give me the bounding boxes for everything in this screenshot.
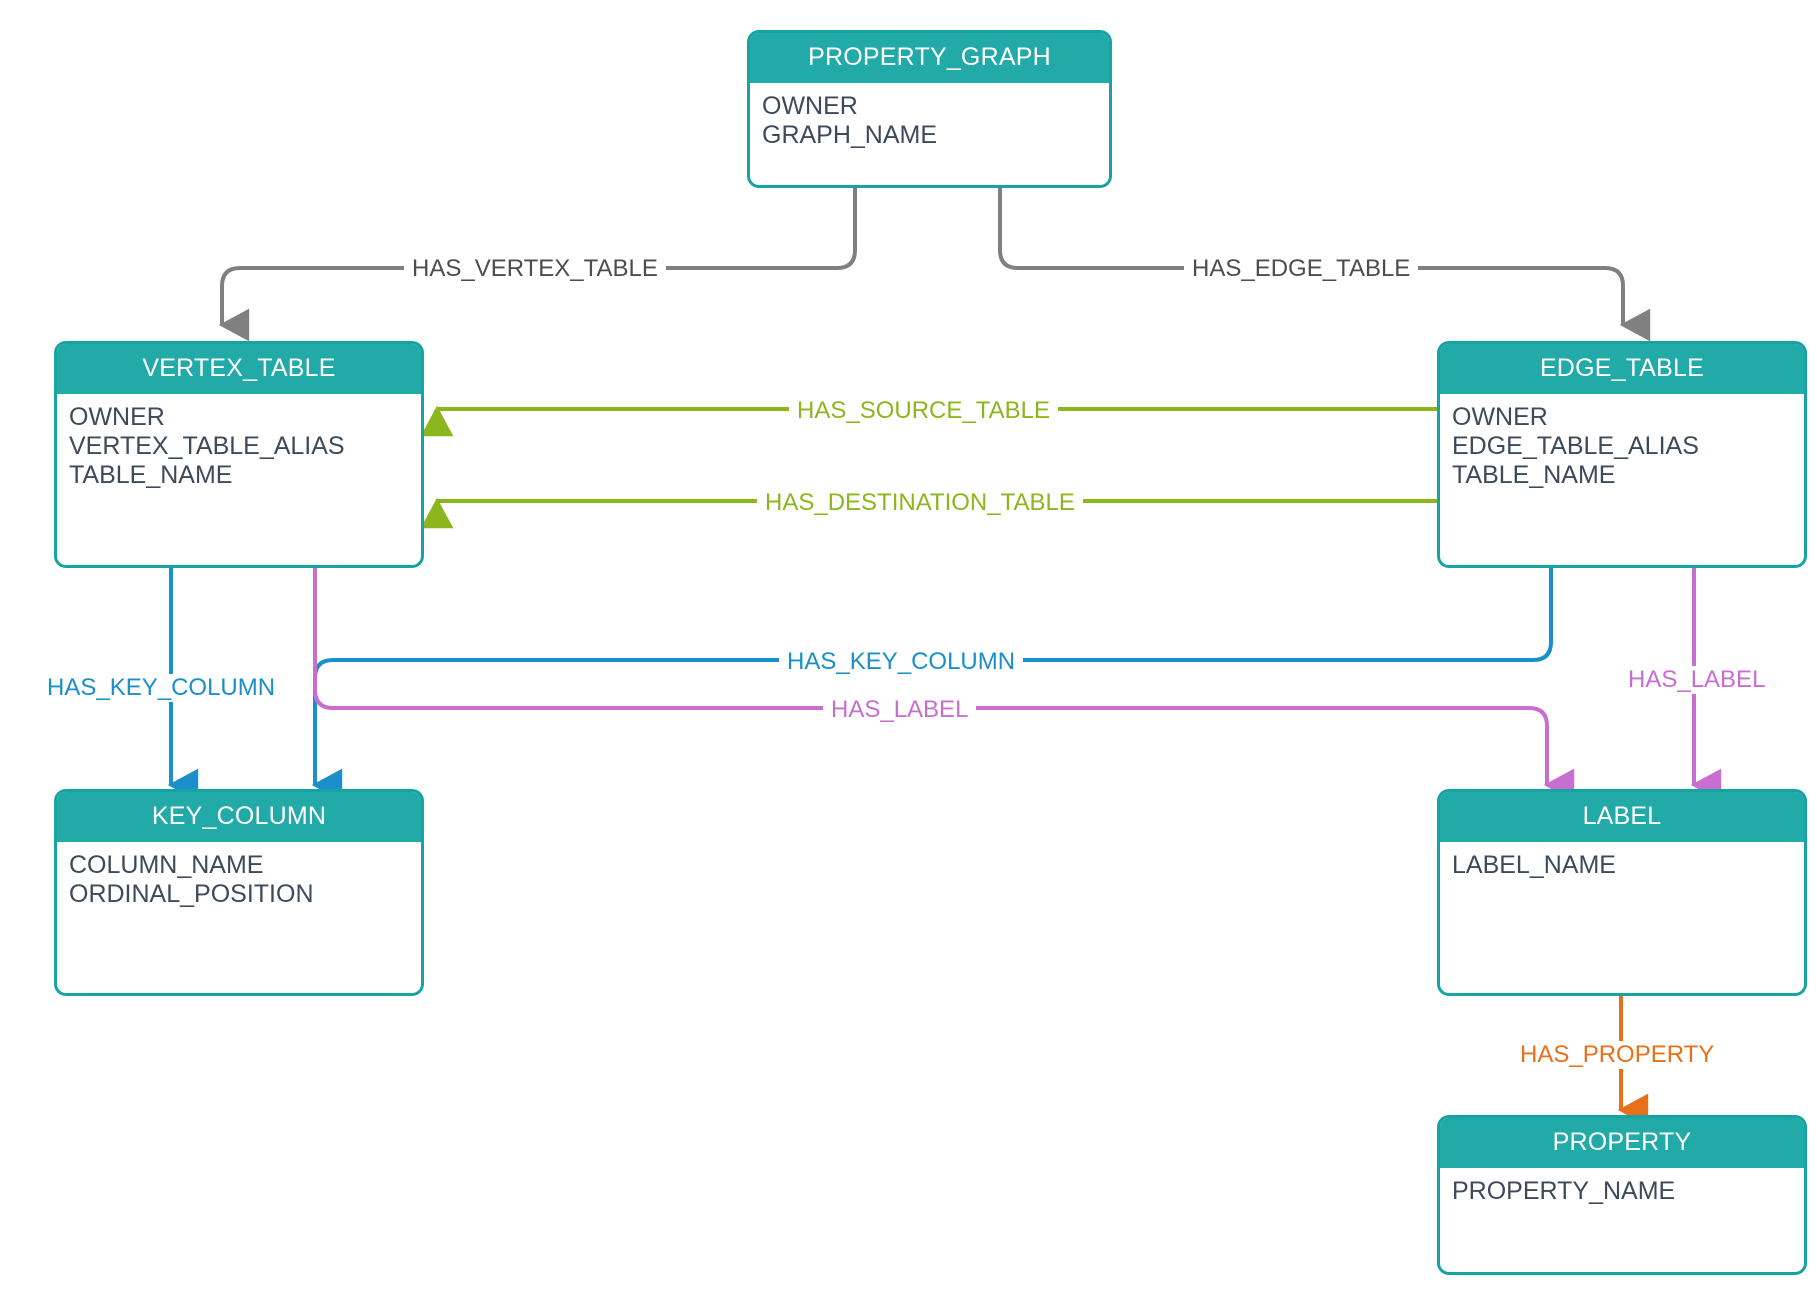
entity-header-label: LABEL: [1440, 792, 1804, 842]
entity-vertex-table[interactable]: VERTEX_TABLE OWNER VERTEX_TABLE_ALIAS TA…: [54, 341, 424, 568]
attribute: LABEL_NAME: [1452, 851, 1616, 879]
entity-attributes-vertex-table: OWNER VERTEX_TABLE_ALIAS TABLE_NAME: [57, 394, 421, 496]
attribute: OWNER: [1452, 403, 1548, 431]
attribute: EDGE_TABLE_ALIAS: [1452, 432, 1699, 460]
entity-header-edge-table: EDGE_TABLE: [1440, 344, 1804, 394]
edge-label-has-source-table: HAS_SOURCE_TABLE: [789, 397, 1058, 425]
edge-has-label-from-vertex: [313, 568, 1575, 802]
attribute: TABLE_NAME: [1452, 461, 1616, 489]
edge-label-has-key-column-from-edge: HAS_KEY_COLUMN: [779, 648, 1024, 676]
entity-header-property-graph: PROPERTY_GRAPH: [750, 33, 1109, 83]
attribute: PROPERTY_NAME: [1452, 1177, 1676, 1205]
edge-has-key-column-from-edge: [311, 568, 1553, 802]
attribute: TABLE_NAME: [69, 461, 233, 489]
entity-attributes-key-column: COLUMN_NAME ORDINAL_POSITION: [57, 842, 421, 915]
entity-key-column[interactable]: KEY_COLUMN COLUMN_NAME ORDINAL_POSITION: [54, 789, 424, 996]
edge-label-has-edge-table: HAS_EDGE_TABLE: [1184, 255, 1419, 283]
edge-label-has-vertex-table: HAS_VERTEX_TABLE: [404, 255, 666, 283]
entity-header-key-column: KEY_COLUMN: [57, 792, 421, 842]
entity-property[interactable]: PROPERTY PROPERTY_NAME: [1437, 1115, 1807, 1275]
entity-edge-table[interactable]: EDGE_TABLE OWNER EDGE_TABLE_ALIAS TABLE_…: [1437, 341, 1807, 568]
attribute: OWNER: [762, 92, 858, 120]
attribute: ORDINAL_POSITION: [69, 880, 314, 908]
edge-label-has-label-from-edge: HAS_LABEL: [1620, 666, 1774, 694]
edge-label-has-destination-table: HAS_DESTINATION_TABLE: [757, 489, 1083, 517]
entity-attributes-edge-table: OWNER EDGE_TABLE_ALIAS TABLE_NAME: [1440, 394, 1804, 496]
entity-header-vertex-table: VERTEX_TABLE: [57, 344, 421, 394]
attribute: GRAPH_NAME: [762, 121, 938, 149]
entity-property-graph[interactable]: PROPERTY_GRAPH OWNER GRAPH_NAME: [747, 30, 1112, 188]
entity-attributes-property: PROPERTY_NAME: [1440, 1168, 1804, 1212]
edge-label-has-property: HAS_PROPERTY: [1512, 1041, 1723, 1069]
entity-header-property: PROPERTY: [1440, 1118, 1804, 1168]
entity-attributes-property-graph: OWNER GRAPH_NAME: [750, 83, 1109, 156]
edge-label-has-label-from-vertex: HAS_LABEL: [823, 696, 977, 724]
edge-label-has-key-column-from-vertex: HAS_KEY_COLUMN: [39, 674, 284, 702]
entity-label[interactable]: LABEL LABEL_NAME: [1437, 789, 1807, 996]
entity-attributes-label: LABEL_NAME: [1440, 842, 1804, 886]
attribute: OWNER: [69, 403, 165, 431]
attribute: VERTEX_TABLE_ALIAS: [69, 432, 345, 460]
attribute: COLUMN_NAME: [69, 851, 264, 879]
